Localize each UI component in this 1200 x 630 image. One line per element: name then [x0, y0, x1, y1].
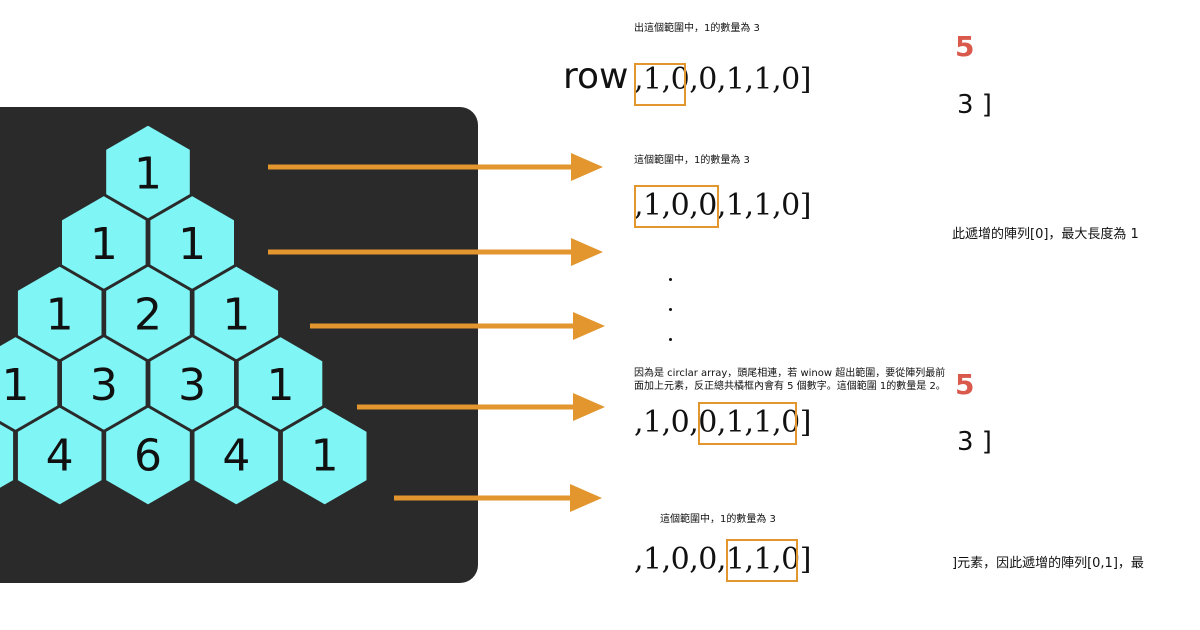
- note-top: 此遞增的陣列[0]，最大長度為 1: [952, 227, 1139, 242]
- pascal-hex-value: 4: [46, 431, 74, 482]
- pascal-hex-value: 6: [134, 431, 162, 482]
- pascal-hex-value: 2: [134, 290, 162, 341]
- pascal-hex-value: 1: [222, 290, 250, 341]
- pascal-hex-value: 1: [46, 290, 74, 341]
- pascal-hex-value: 3: [178, 360, 206, 411]
- caption-4: 這個範圍中，1的數量為 3: [660, 514, 776, 525]
- count-five-top: 5: [955, 30, 975, 63]
- pascal-hex-value: 1: [178, 219, 206, 270]
- note-bottom: ]元素，因此遞增的陣列[0,1]，最: [952, 556, 1144, 571]
- pascal-hex-cell: [191, 404, 282, 508]
- ellipsis-dot: [669, 278, 672, 281]
- sequence-2: ,1,0,0,1,1,0]: [634, 188, 811, 223]
- bracket-three-bottom: 3 ]: [957, 427, 992, 457]
- pascal-hex-cell: [0, 420, 17, 492]
- pascal-triangle-panel: 111121133114641: [0, 107, 478, 583]
- bracket-three-top: 3 ]: [957, 90, 992, 120]
- pascal-hex-value: 3: [90, 360, 118, 411]
- pascal-triangle: 111121133114641: [0, 122, 370, 508]
- count-five-bottom: 5: [955, 368, 975, 401]
- window-box-2: [634, 185, 719, 228]
- pascal-hex-value: 1: [311, 431, 339, 482]
- pascal-hex-cell: [103, 404, 193, 508]
- pascal-hex-value: 1: [90, 219, 118, 270]
- pascal-hex-value: 4: [222, 431, 250, 482]
- ellipsis-dot: [669, 308, 672, 311]
- arrow-head: [571, 238, 603, 266]
- arrow-head: [573, 312, 605, 340]
- ellipsis-dot: [669, 338, 672, 341]
- arrow-head: [570, 484, 602, 512]
- arrow-head: [573, 393, 605, 421]
- caption-2: 這個範圍中，1的數量為 3: [634, 155, 750, 166]
- window-box-3: [698, 402, 797, 445]
- pascal-hex-cell: [279, 404, 370, 508]
- window-box-1: [634, 63, 686, 106]
- pascal-hex-value: 1: [134, 149, 162, 200]
- pascal-hex-cell: [14, 404, 105, 508]
- caption-3b: 面加上元素，反正總共橘框內會有 5 個數字。這個範圍 1的數量是 2。: [634, 381, 946, 392]
- arrow-head: [571, 153, 603, 181]
- sequence-3: ,1,0,0,1,1,0]: [634, 405, 811, 440]
- pascal-hex-value: 1: [267, 360, 295, 411]
- sequence-4: ,1,0,0,1,1,0]: [634, 542, 811, 577]
- window-box-4: [726, 539, 798, 582]
- pascal-hex-value: 1: [1, 360, 29, 411]
- sequence-1: ,1,0,0,1,1,0]: [634, 62, 811, 97]
- row-label: row: [563, 56, 629, 97]
- caption-3a: 因為是 circlar array，頭尾相連，若 winow 超出範圍，要從陣列…: [634, 368, 946, 379]
- caption-1: 出這個範圍中，1的數量為 3: [634, 23, 760, 34]
